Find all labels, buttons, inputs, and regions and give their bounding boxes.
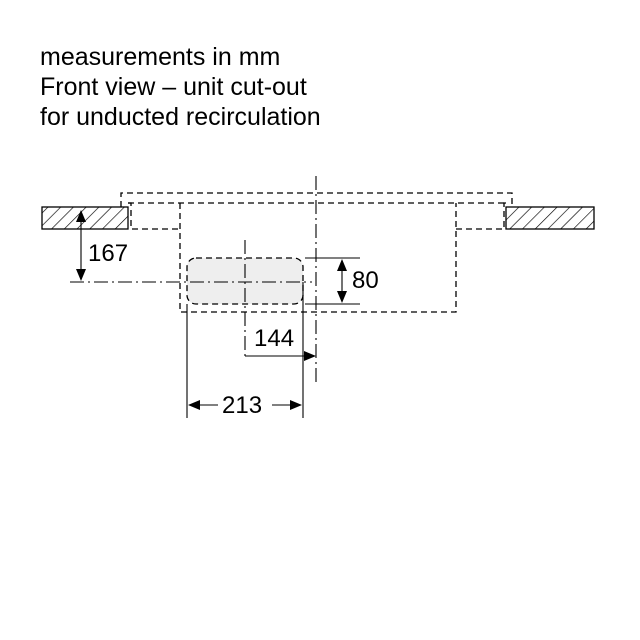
dimension-144-label: 144 <box>254 325 294 352</box>
unit-outline <box>120 192 513 313</box>
title-line-units: measurements in mm <box>40 43 281 71</box>
title-line-purpose: for unducted recirculation <box>40 103 321 131</box>
dimension-213-label: 213 <box>222 392 262 419</box>
dimension-213 <box>188 400 302 410</box>
extension-lines <box>186 257 360 418</box>
worktop-right <box>505 206 595 230</box>
dimension-80 <box>337 259 347 303</box>
dimension-144 <box>245 351 316 361</box>
dimension-167-label: 167 <box>88 240 128 267</box>
title-line-view: Front view – unit cut-out <box>40 73 307 101</box>
title-block: measurements in mm Front view – unit cut… <box>40 42 321 132</box>
outlet-opening <box>186 257 304 305</box>
dimension-167 <box>76 210 86 281</box>
centre-lines <box>70 176 317 384</box>
worktop-left <box>41 206 129 230</box>
dimension-80-label: 80 <box>352 267 379 294</box>
